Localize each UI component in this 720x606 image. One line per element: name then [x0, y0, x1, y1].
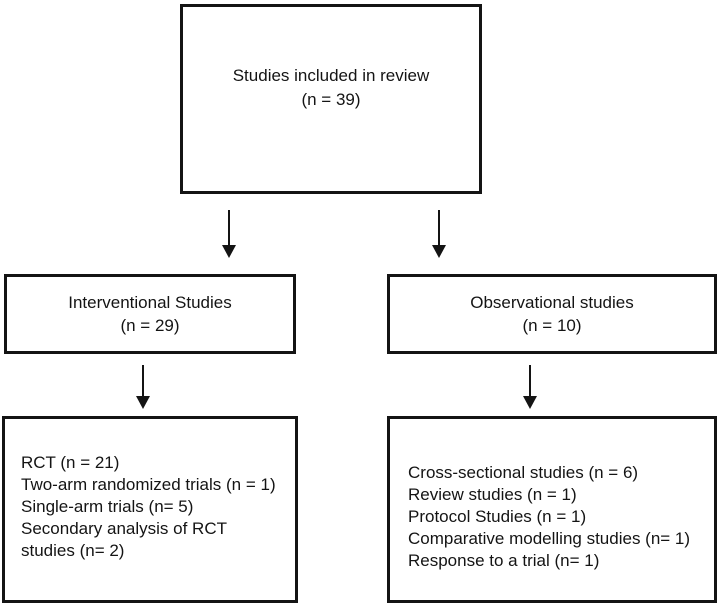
- interventional-detail-line-5: studies (n= 2): [21, 541, 125, 560]
- box-interventional-detail: RCT (n = 21) Two-arm randomized trials (…: [2, 416, 298, 603]
- box-observational-studies: Observational studies (n = 10): [387, 274, 717, 354]
- box-studies-included: Studies included in review (n = 39): [180, 4, 482, 194]
- box-interventional-studies: Interventional Studies (n = 29): [4, 274, 296, 354]
- observational-detail-line-2: Review studies (n = 1): [408, 485, 577, 504]
- box-studies-included-line-1: Studies included in review: [232, 66, 430, 85]
- box-observational-line-2: (n = 10): [522, 316, 582, 335]
- arrow-head: [222, 245, 236, 258]
- arrow-root-to-interventional-icon: [222, 210, 236, 258]
- interventional-detail-line-4: Secondary analysis of RCT: [21, 519, 227, 538]
- box-studies-included-line-2: (n = 39): [301, 90, 361, 109]
- box-observational-line-1: Observational studies: [470, 293, 634, 312]
- interventional-detail-line-1: RCT (n = 21): [21, 453, 120, 472]
- arrow-shaft: [228, 210, 230, 245]
- observational-detail-line-3: Protocol Studies (n = 1): [408, 507, 587, 526]
- arrow-shaft: [529, 365, 531, 396]
- observational-detail-line-1: Cross-sectional studies (n = 6): [408, 463, 639, 482]
- arrow-head: [432, 245, 446, 258]
- observational-detail-line-5: Response to a trial (n= 1): [408, 551, 600, 570]
- arrow-interventional-to-detail-icon: [136, 365, 150, 409]
- arrow-observational-to-detail-icon: [523, 365, 537, 409]
- arrow-shaft: [438, 210, 440, 245]
- arrow-root-to-observational-icon: [432, 210, 446, 258]
- box-observational-detail: Cross-sectional studies (n = 6) Review s…: [387, 416, 717, 603]
- interventional-detail-line-2: Two-arm randomized trials (n = 1): [21, 475, 276, 494]
- arrow-shaft: [142, 365, 144, 396]
- box-interventional-line-2: (n = 29): [120, 316, 180, 335]
- observational-detail-line-4: Comparative modelling studies (n= 1): [408, 529, 691, 548]
- interventional-detail-line-3: Single-arm trials (n= 5): [21, 497, 194, 516]
- arrow-head: [523, 396, 537, 409]
- box-interventional-line-1: Interventional Studies: [68, 293, 232, 312]
- arrow-head: [136, 396, 150, 409]
